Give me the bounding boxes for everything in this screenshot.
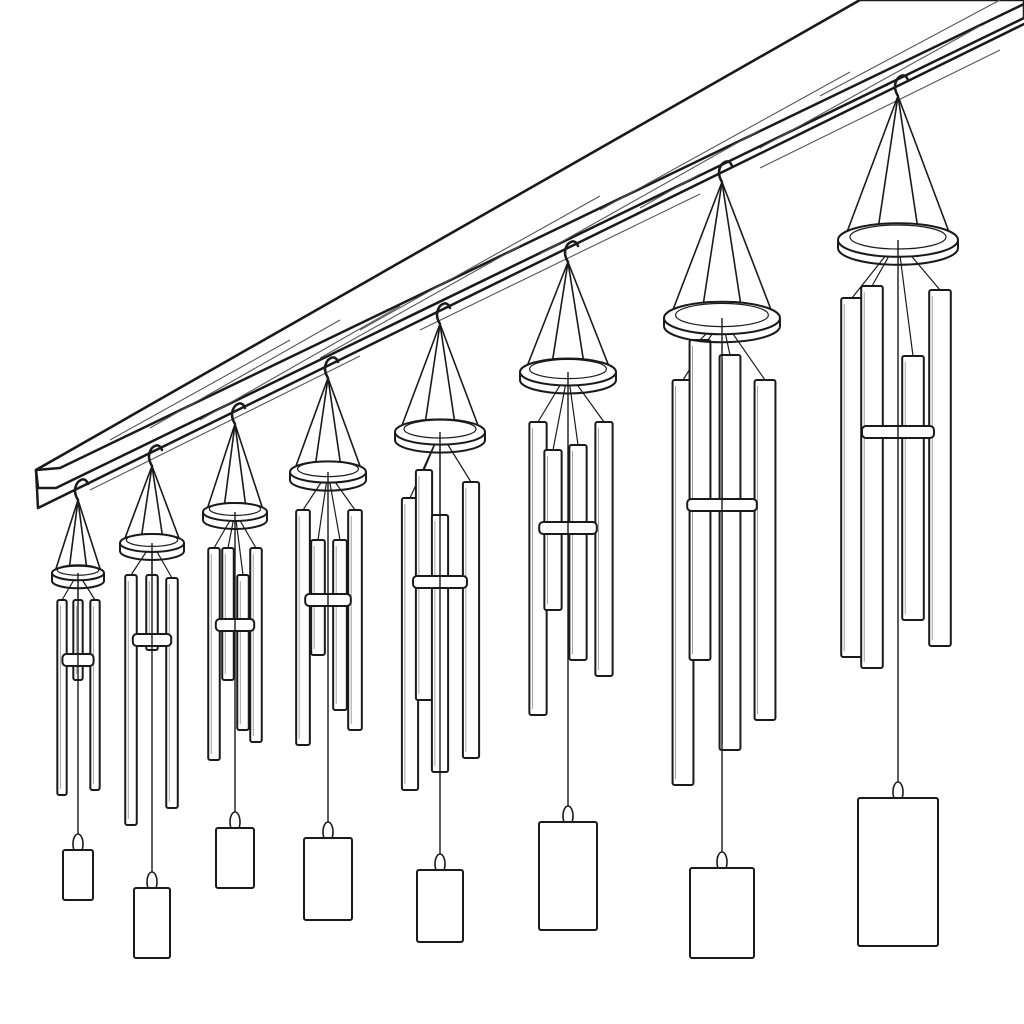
chime-tube <box>89 599 101 791</box>
chime-tube <box>594 421 614 677</box>
wind-sail <box>133 887 171 959</box>
chime-tube <box>461 481 481 759</box>
hook-icon <box>563 240 580 264</box>
suspension-strings <box>122 465 182 544</box>
chimes-layer <box>51 74 959 959</box>
wind-chime-1 <box>51 478 105 901</box>
hook-icon <box>435 302 452 326</box>
wind-chime-7 <box>663 160 781 959</box>
chime-tube <box>207 547 221 761</box>
wind-sail <box>215 827 255 889</box>
chime-tube <box>928 289 952 647</box>
chime-tube <box>568 444 588 661</box>
chime-tube <box>236 574 250 731</box>
chime-tube <box>165 577 179 809</box>
hook-icon <box>893 74 910 98</box>
chime-tube <box>860 285 884 669</box>
suspension-strings <box>398 323 482 433</box>
hook-icon <box>717 160 734 184</box>
wind-chime-6 <box>519 240 617 931</box>
wind-sail <box>857 797 939 947</box>
wind-chime-5 <box>394 302 486 943</box>
suspension-strings <box>53 499 103 574</box>
tube-string <box>234 511 244 576</box>
wind-chime-4 <box>289 356 367 921</box>
hook-icon <box>323 356 340 380</box>
hook-icon <box>73 478 90 502</box>
wind-sail <box>416 869 464 943</box>
chime-tube <box>295 509 311 746</box>
wind-chime-3 <box>202 402 268 889</box>
chime-tube <box>347 509 363 731</box>
chime-tube <box>249 547 263 743</box>
wind-sail <box>303 837 353 921</box>
wind-chime-8 <box>837 74 959 947</box>
suspension-strings <box>524 261 612 373</box>
chime-tube <box>718 354 742 751</box>
wooden-beam <box>34 0 1024 510</box>
chime-tube <box>753 379 777 721</box>
suspension-strings <box>669 181 775 319</box>
chime-tube <box>221 547 235 681</box>
wind-sail <box>689 867 755 959</box>
tube-string <box>897 239 914 357</box>
wind-sail <box>538 821 598 931</box>
hook-icon <box>230 402 247 426</box>
chime-tube <box>901 355 925 621</box>
hook-icon <box>147 444 164 468</box>
suspension-strings <box>205 423 265 513</box>
chime-tube <box>124 574 138 826</box>
chime-tube <box>332 539 348 711</box>
wind-chime-2 <box>119 444 185 959</box>
chime-tube <box>56 599 68 796</box>
wind-sail <box>62 849 94 901</box>
wood-grain <box>89 0 1001 491</box>
suspension-strings <box>293 377 363 473</box>
suspension-strings <box>843 95 953 241</box>
